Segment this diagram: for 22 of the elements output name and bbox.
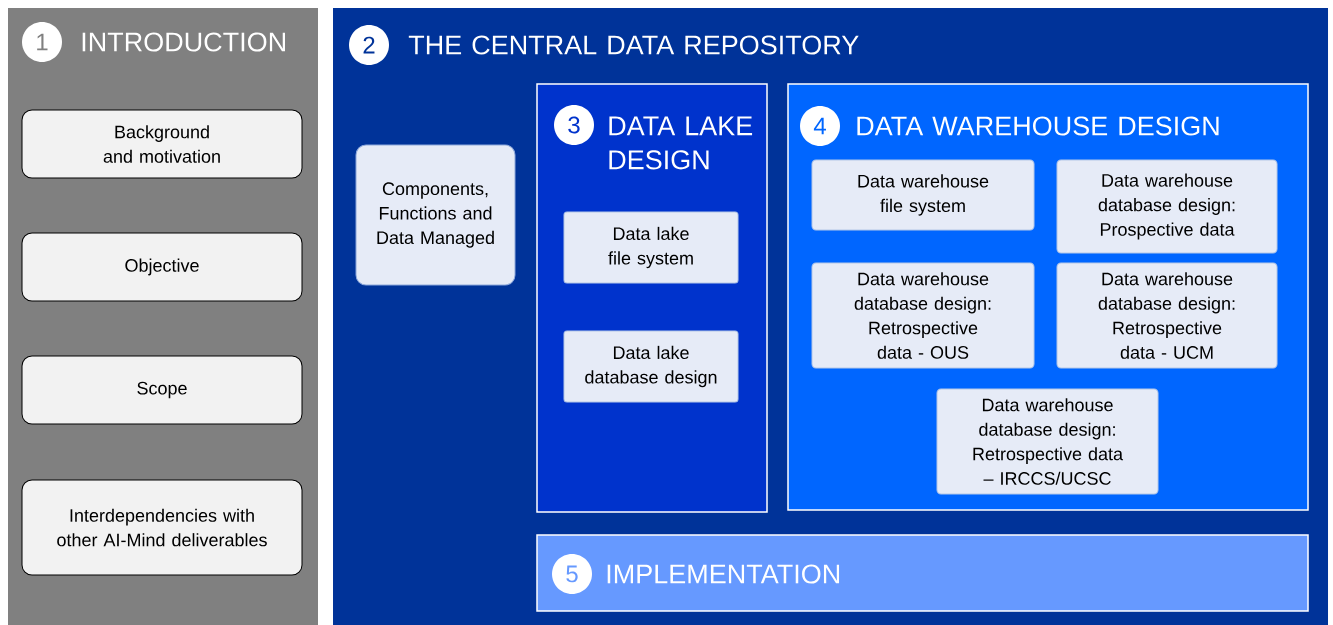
- section-heading: DATA WAREHOUSE DESIGN: [857, 116, 1219, 136]
- section-heading: THE CENTRAL DATA REPOSITORY: [408, 35, 859, 55]
- section-heading: INTRODUCTION: [82, 32, 285, 52]
- topic-box: Data warehouse database design: Retrospective data - UCM: [1056, 262, 1278, 369]
- number-badge: 3: [554, 105, 594, 145]
- topic-box: Scope: [21, 355, 303, 425]
- topic-box: Background and motivation: [21, 109, 303, 179]
- number-badge: 4: [800, 106, 840, 146]
- topic-box: Data warehouse database design: Retrospective data – IRCCS/UCSC: [936, 388, 1159, 495]
- topic-box: Data lake file system: [563, 211, 739, 284]
- topic-box: Data warehouse database design: Retrospective data - OUS: [811, 262, 1035, 369]
- section-heading: DATA LAKE DESIGN: [609, 116, 753, 170]
- number-badge: 2: [349, 25, 389, 65]
- topic-box: Data warehouse database design: Prospective data: [1056, 159, 1278, 254]
- topic-box: Components, Functions and Data Managed: [355, 144, 516, 286]
- topic-box: Objective: [21, 232, 303, 302]
- section-heading: IMPLEMENTATION: [607, 564, 840, 584]
- number-badge: 5: [552, 554, 592, 594]
- number-badge: 1: [22, 22, 62, 62]
- topic-box: Interdependencies with other AI-Mind deliverables: [21, 479, 303, 576]
- topic-box: Data lake database design: [563, 330, 739, 403]
- topic-box: Data warehouse file system: [811, 159, 1035, 231]
